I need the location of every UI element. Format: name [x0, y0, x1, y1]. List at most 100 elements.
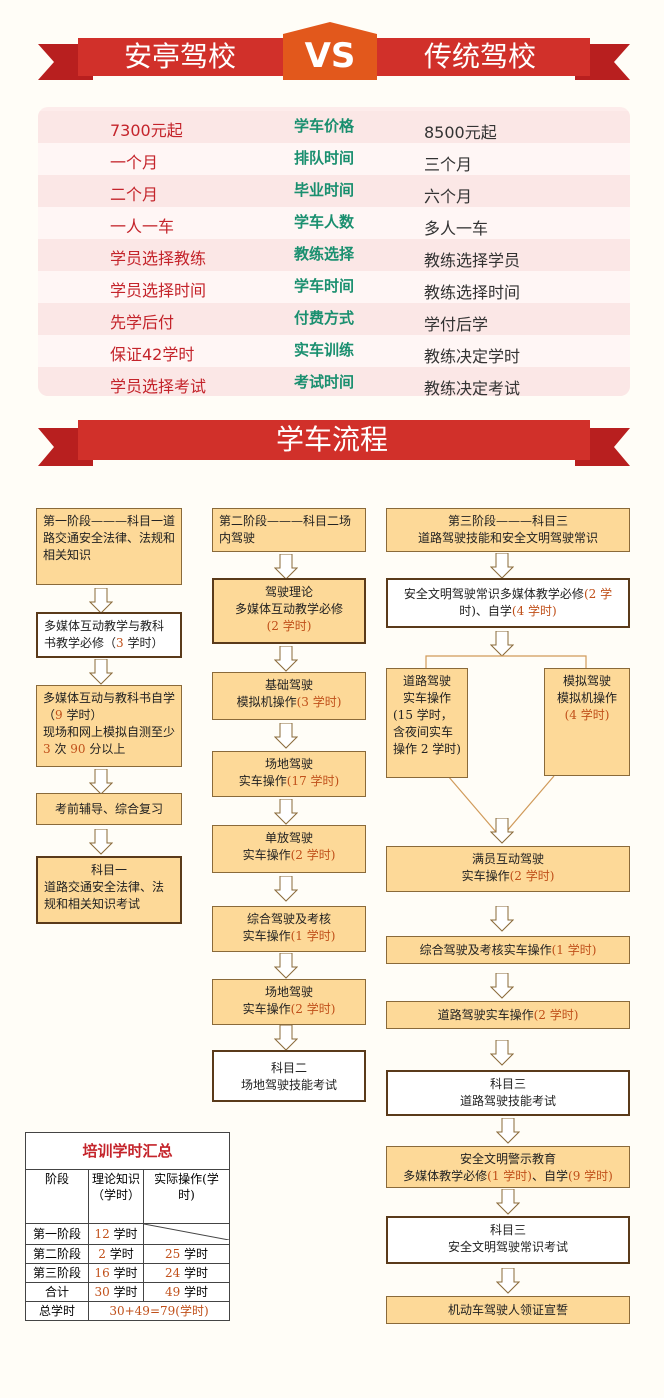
comparison-row: 学员选择考试考试时间教练决定考试: [38, 367, 630, 396]
traditional-value: 8500元起: [424, 123, 497, 142]
training-hours-summary-table: 培训学时汇总 阶段 理论知识（学时） 实际操作(学时) 第一阶段 12 学时 第…: [25, 1132, 230, 1321]
unit-text: 学时: [184, 1247, 209, 1261]
down-arrow-icon: [490, 906, 514, 932]
box-text: 学时）: [62, 708, 103, 722]
exam-desc: 道路驾驶技能考试: [459, 1094, 556, 1108]
total-row: 总学时 30+49=79(学时): [25, 1301, 230, 1321]
unit-text: 学时: [184, 1285, 209, 1299]
traditional-value: 教练决定学时: [424, 347, 521, 366]
field-driving-box: 场地驾驶实车操作(17 学时): [212, 751, 366, 797]
comparison-row: 学员选择教练 教练选择 教练选择学员: [38, 239, 630, 271]
box-text: 实车操作: [238, 774, 287, 788]
header-left-title: 安亭驾校: [123, 40, 236, 73]
vs-badge: [283, 22, 377, 80]
practice-cell: [143, 1223, 230, 1245]
box-text: 多媒体互动教学与教科书教学必修（: [44, 619, 165, 650]
down-arrow-icon: [89, 659, 113, 685]
hours-value: (4 学时): [511, 604, 557, 618]
theory-cell: 16 学时: [88, 1263, 144, 1283]
traditional-value: 多人一车: [424, 219, 489, 238]
box-text: 实车操作: [242, 1002, 291, 1016]
box-text: 多媒体教学必修: [403, 1169, 488, 1183]
anting-value: 学员选择考试: [110, 377, 207, 396]
down-arrow-icon: [490, 973, 514, 999]
exam-title: 科目一: [90, 863, 127, 877]
unit-text: 学时: [113, 1285, 138, 1299]
unit-text: 学时: [109, 1247, 134, 1261]
theory-cell: 2 学时: [88, 1244, 144, 1264]
box-text: 次: [50, 742, 71, 756]
anting-value: 学员选择教练: [110, 249, 207, 268]
count-value: 3: [43, 742, 51, 756]
box-text: 现场和网上模拟自测至少: [43, 725, 176, 739]
down-arrow-icon: [496, 1268, 520, 1294]
hours-value: 16: [94, 1266, 110, 1280]
box-title: 综合驾驶及考核: [246, 912, 331, 926]
criterion-label: 学车价格: [294, 117, 355, 135]
hours-value: (1 学时): [290, 929, 336, 943]
exam-title: 科目二: [270, 1061, 307, 1075]
hours-value: (2 学时): [266, 619, 312, 633]
driving-theory-box: 驾驶理论多媒体互动教学必修(2 学时): [212, 578, 366, 644]
stage1-review-box: 考前辅导、综合复习: [36, 793, 182, 825]
road-practice-box: 道路驾驶实车操作(2 学时): [386, 1001, 630, 1029]
header-practice: 实际操作(学时): [143, 1169, 230, 1224]
practice-cell: 24 学时: [143, 1263, 230, 1283]
hours-value: (15 学时，含夜间实车操作 2 学时): [393, 708, 461, 756]
down-arrow-icon: [89, 588, 113, 614]
hours-value: (4 学时): [564, 708, 610, 722]
vs-label: VS: [304, 36, 356, 76]
box-title: 场地驾驶: [264, 985, 313, 999]
stage-cell: 合计: [25, 1282, 89, 1302]
comparison-row: 保证42学时实车训练教练决定学时: [38, 335, 630, 367]
stage1-text: 第一阶段———科目一道路交通安全法律、法规和相关知识: [43, 514, 176, 562]
table-row: 第一阶段 12 学时: [25, 1223, 230, 1245]
box-title: 场地驾驶: [264, 757, 313, 771]
criterion-label: 教练选择: [294, 245, 355, 263]
subject3-exam-box: 科目三道路驾驶技能考试: [386, 1070, 630, 1116]
traditional-value: 教练选择学员: [424, 251, 521, 270]
unit-text: 学时: [113, 1266, 138, 1280]
down-arrow-icon: [490, 553, 514, 579]
header-stage: 阶段: [25, 1169, 89, 1224]
anting-value: 7300元起: [110, 121, 183, 140]
box-title: 基础驾驶: [264, 678, 313, 692]
hours-value: 30: [94, 1285, 110, 1299]
box-text: 学时）: [123, 636, 164, 650]
stage1-box: 第一阶段———科目一道路交通安全法律、法规和相关知识: [36, 508, 182, 585]
hours-value: (9 学时): [568, 1169, 613, 1183]
box-text: 分以上: [85, 742, 126, 756]
box-text: 安全文明驾驶常识多媒体教学必修: [403, 587, 584, 601]
criterion-label: 考试时间: [294, 373, 355, 391]
stage1-selfstudy-box: 多媒体互动与教科书自学（9 学时）现场和网上模拟自测至少3 次 90 分以上: [36, 685, 182, 767]
exam-desc: 安全文明驾驶常识考试: [447, 1240, 568, 1254]
box-title: 模拟驾驶: [562, 674, 611, 688]
hours-value: (2 学时): [290, 848, 336, 862]
box-text: 多媒体互动教学必修: [234, 602, 343, 616]
criterion-label: 毕业时间: [294, 181, 355, 199]
table-row: 第三阶段 16 学时 24 学时: [25, 1263, 230, 1283]
down-arrow-icon: [496, 1189, 520, 1215]
stage-cell: 第二阶段: [25, 1244, 89, 1264]
flow-title: 学车流程: [275, 423, 388, 456]
score-value: 90: [70, 742, 86, 756]
comparison-row: 7300元起 学车价格 8500元起: [38, 111, 630, 143]
down-arrow-icon: [496, 1118, 520, 1144]
box-text: 实车操作: [242, 929, 291, 943]
down-arrow-icon: [274, 953, 298, 979]
box-text: 道路驾驶实车操作: [437, 1008, 534, 1022]
box-text: 实车操作: [461, 869, 510, 883]
total-value: 30+49=79(学时): [88, 1301, 230, 1321]
criterion-label: 排队时间: [294, 149, 355, 167]
header-theory: 理论知识（学时）: [88, 1169, 144, 1224]
down-arrow-icon: [490, 818, 514, 844]
theory-cell: 30 学时: [88, 1282, 144, 1302]
traditional-value: 教练选择时间: [424, 283, 521, 302]
exam-title: 科目三: [489, 1077, 526, 1091]
summary-title: 培训学时汇总: [25, 1132, 230, 1170]
criterion-label: 付费方式: [294, 309, 355, 327]
interactive-driving-box: 满员互动驾驶实车操作(2 学时): [386, 846, 630, 892]
field-driving-box-2: 场地驾驶实车操作(2 学时): [212, 979, 366, 1025]
box-title: 单放驾驶: [264, 831, 313, 845]
